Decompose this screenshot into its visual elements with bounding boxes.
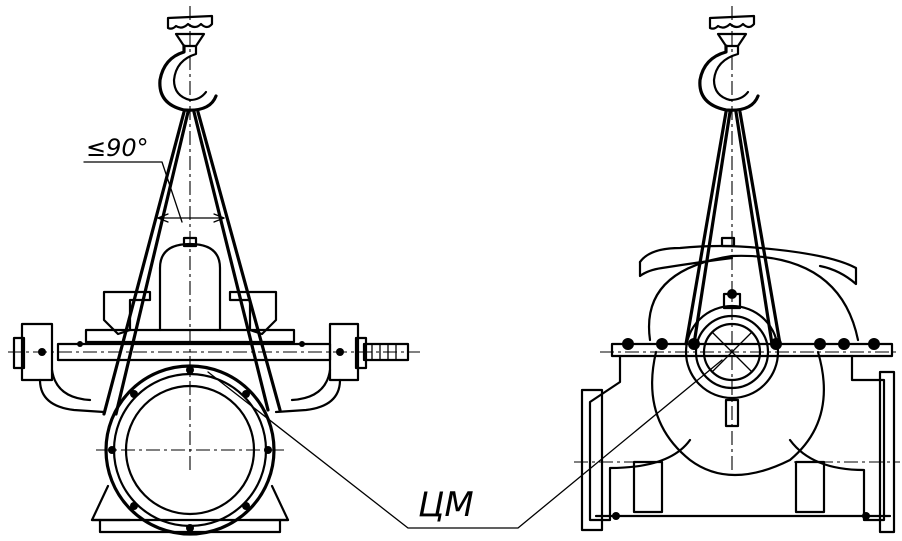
right-view <box>574 6 900 534</box>
left-view: ≤90° <box>8 6 420 536</box>
right-pump-body <box>574 236 900 534</box>
lifting-point-label: ЦМ <box>418 485 474 525</box>
left-nozzle-flange <box>90 364 290 536</box>
angle-annotation: ≤90° <box>86 134 149 162</box>
angle-dimension: ≤90° <box>83 134 225 223</box>
left-pump-body <box>8 236 420 414</box>
right-slings <box>684 110 782 346</box>
center-of-mass-callout: ЦМ <box>207 359 723 529</box>
